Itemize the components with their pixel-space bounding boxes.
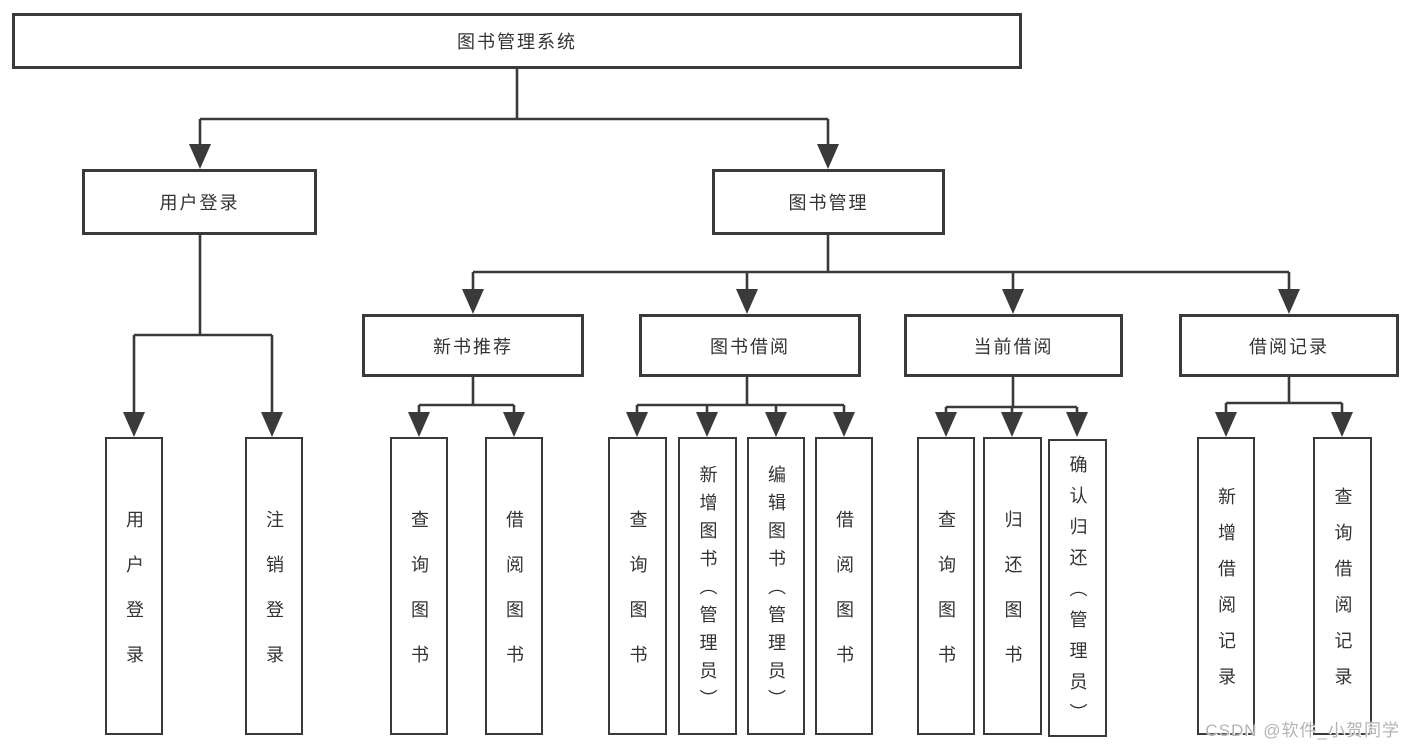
leaf-query-books-borrowing: 查询图书 [608, 437, 667, 735]
arrowheads [123, 144, 1353, 437]
node-current-borrowing: 当前借阅 [904, 314, 1123, 377]
leaf-edit-book-admin: 编辑图书（管理员） [747, 437, 805, 735]
leaf-query-books-recommend: 查询图书 [390, 437, 448, 735]
leaf-label: 确认归还（管理员） [1067, 455, 1088, 734]
node-label: 当前借阅 [973, 336, 1054, 357]
leaf-query-books-current: 查询图书 [917, 437, 975, 735]
leaf-logout: 注销登录 [245, 437, 303, 735]
leaf-confirm-return-admin: 确认归还（管理员） [1048, 439, 1107, 737]
node-label: 图书管理系统 [457, 32, 577, 52]
leaf-label: 新增图书（管理员） [697, 465, 718, 717]
node-library-management-system: 图书管理系统 [12, 13, 1022, 69]
leaf-label: 注销登录 [264, 509, 284, 690]
node-new-book-recommendation: 新书推荐 [362, 314, 584, 377]
node-label: 借阅记录 [1249, 336, 1329, 357]
node-borrowing-records: 借阅记录 [1179, 314, 1399, 377]
leaf-label: 借阅图书 [834, 509, 854, 690]
leaf-add-book-admin: 新增图书（管理员） [678, 437, 737, 735]
leaf-user-login: 用户登录 [105, 437, 163, 735]
leaf-label: 查询图书 [936, 509, 956, 690]
leaf-borrow-books-recommend: 借阅图书 [485, 437, 543, 735]
node-label: 新书推荐 [433, 336, 513, 357]
leaf-label: 归还图书 [1002, 509, 1023, 690]
leaf-label: 查询图书 [627, 509, 648, 690]
leaf-borrow-books-borrowing: 借阅图书 [815, 437, 873, 735]
leaf-return-books: 归还图书 [983, 437, 1042, 735]
node-label: 用户登录 [159, 193, 240, 213]
leaf-label: 查询图书 [409, 509, 429, 690]
leaf-label: 新增借阅记录 [1216, 487, 1236, 703]
leaf-add-borrowing-record: 新增借阅记录 [1197, 437, 1255, 735]
leaf-query-borrowing-record: 查询借阅记录 [1313, 437, 1372, 735]
node-book-borrowing: 图书借阅 [639, 314, 861, 377]
leaf-label: 查询借阅记录 [1332, 487, 1353, 703]
leaf-label: 编辑图书（管理员） [766, 465, 786, 717]
node-label: 图书借阅 [710, 336, 790, 357]
node-book-management: 图书管理 [712, 169, 945, 235]
csdn-watermark: CSDN @软件_小贺同学 [1205, 721, 1400, 740]
leaf-label: 用户登录 [124, 509, 144, 690]
node-label: 图书管理 [788, 193, 869, 213]
node-user-login: 用户登录 [82, 169, 317, 235]
leaf-label: 借阅图书 [504, 509, 524, 690]
